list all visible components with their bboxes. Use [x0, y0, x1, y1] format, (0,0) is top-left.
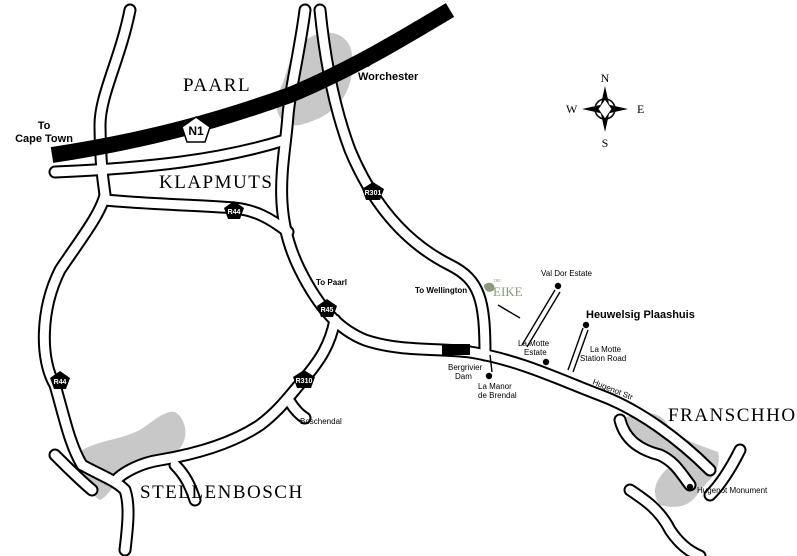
town-label-franschhoek: FRANSCHHOEK — [668, 405, 797, 426]
svg-text:R44: R44 — [228, 209, 241, 216]
svg-text:W: W — [566, 102, 578, 116]
access-roads — [489, 289, 589, 373]
shield-r44-left: R44 — [50, 371, 70, 389]
bergrivier-label-2: Dam — [455, 372, 472, 381]
roads-fill — [39, 5, 745, 556]
town-label-stellenbosch: STELLENBOSCH — [140, 482, 304, 503]
svg-text:S: S — [602, 136, 609, 150]
n1-highway — [50, 3, 455, 163]
town-label-klapmuts: KLAPMUTS — [159, 172, 273, 193]
to-worchester-label-2: Worchester — [358, 71, 419, 83]
la-motte-estate-label-2: Estate — [524, 348, 547, 357]
la-motte-station-label-1: La Motte — [590, 345, 622, 354]
la-motte-station-label-2: Station Road — [580, 354, 626, 363]
town-label-paarl: PAARL — [183, 75, 251, 96]
val-dor-dot[interactable] — [554, 282, 562, 290]
svg-text:E: E — [637, 102, 644, 116]
la-motte-estate-label-1: La Motte — [518, 339, 550, 348]
shield-n1: N1 — [181, 116, 211, 143]
shield-r301: R301 — [362, 182, 384, 200]
hugenot-monument-label: Hugenot Monument — [697, 486, 768, 495]
la-manor-label-1: La Manor — [478, 382, 512, 391]
svg-text:R310: R310 — [296, 378, 313, 385]
roads-outline — [37, 3, 747, 556]
bergrivier-label-1: Bergrivier — [448, 363, 483, 372]
bergrivier-dam-bar — [442, 344, 470, 355]
shield-r310: R310 — [293, 370, 315, 388]
compass-rose-icon: N S E W — [566, 71, 644, 150]
heuwelsig-label: Heuwelsig Plaashuis — [586, 309, 695, 321]
to-wellington-label: To Wellington — [415, 286, 467, 295]
eike-logo[interactable]: THE EIKE — [484, 278, 523, 299]
to-paarl-label: To Paarl — [316, 278, 347, 287]
svg-text:N: N — [601, 71, 610, 85]
hugenot-monument-dot[interactable] — [686, 483, 694, 491]
leaf-icon — [484, 282, 495, 292]
la-manor-dot[interactable] — [485, 372, 493, 380]
la-manor-label-2: de Brendal — [478, 391, 517, 400]
boschendal-label: Boschendal — [300, 417, 342, 426]
svg-text:EIKE: EIKE — [493, 284, 523, 299]
svg-text:R44: R44 — [54, 379, 67, 386]
shield-r45: R45 — [317, 299, 337, 317]
to-cape-town-label-1: To — [38, 120, 51, 132]
svg-text:N1: N1 — [188, 124, 204, 138]
to-cape-town-label-2: Cape Town — [15, 133, 73, 145]
la-motte-estate-dot[interactable] — [542, 358, 550, 366]
heuwelsig-dot[interactable] — [582, 321, 590, 329]
shield-r44-top: R44 — [224, 201, 244, 219]
svg-text:R45: R45 — [321, 307, 334, 314]
svg-text:THE: THE — [493, 278, 501, 283]
val-dor-label: Val Dor Estate — [541, 269, 593, 278]
svg-text:R301: R301 — [365, 190, 382, 197]
to-worchester-label-1: To — [358, 58, 371, 70]
